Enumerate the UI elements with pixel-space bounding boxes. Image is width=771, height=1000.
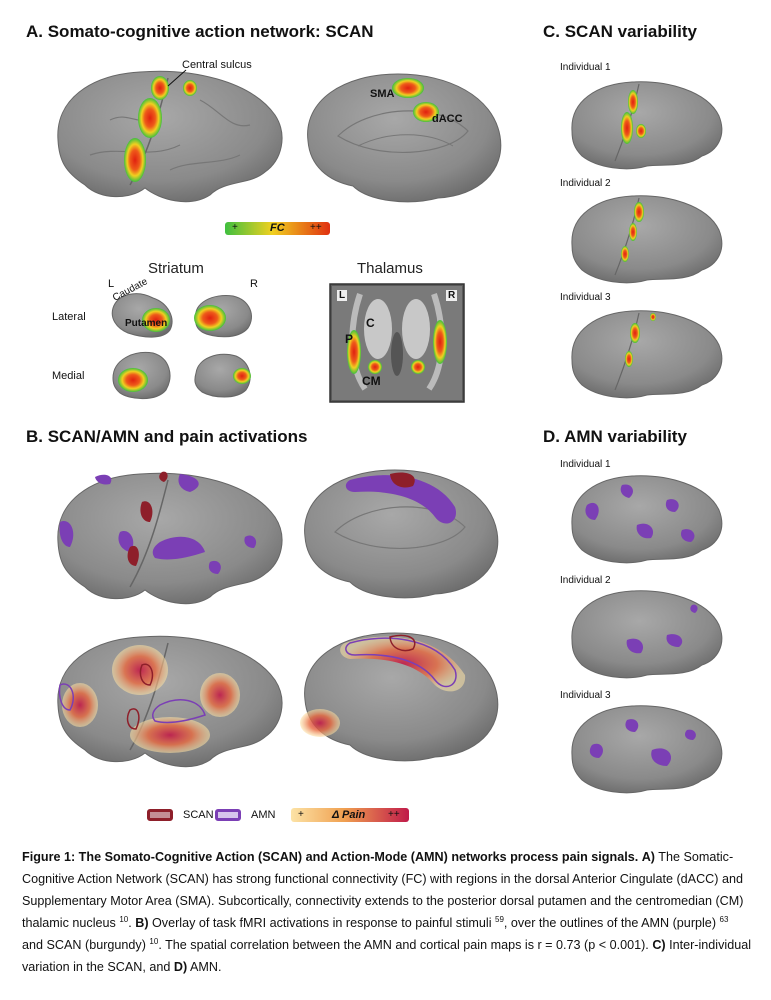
c-individual-1-label: Individual 1 xyxy=(560,62,611,73)
brain-lateral-a xyxy=(57,70,283,203)
striatum-title: Striatum xyxy=(148,260,204,277)
c-individual-1-brain xyxy=(571,81,723,170)
panel-c-title: C. SCAN variability xyxy=(543,22,697,41)
c-individual-2-brain xyxy=(571,195,723,284)
panel-a-title: A. Somato-cognitive action network: SCAN xyxy=(26,22,374,41)
caption-text-1b: . xyxy=(128,916,136,930)
c-individual-2-label: Individual 2 xyxy=(560,178,611,189)
caption-ref-4: 10 xyxy=(149,936,159,946)
thalamus-image xyxy=(329,283,465,403)
d-individual-2-brain xyxy=(571,590,723,679)
panel-d-title: D. AMN variability xyxy=(543,427,687,446)
brain-medial-b-bottom xyxy=(300,632,499,762)
thalamus-cm-label: CM xyxy=(362,374,381,388)
d-individual-3-label: Individual 3 xyxy=(560,690,611,701)
brain-medial-b-top xyxy=(304,469,499,599)
caption-d-marker: D) xyxy=(173,960,188,974)
pain-plusplus-label: ++ xyxy=(388,809,400,820)
caption-text-1: The Somatic-Cognitive Action Network (SC… xyxy=(22,850,744,930)
caption-ref-2: 59 xyxy=(495,914,504,924)
thalamus-title: Thalamus xyxy=(357,260,423,277)
striatum-right-label: R xyxy=(250,278,258,290)
caption-text-4: and SCAN (burgundy) xyxy=(22,938,150,952)
caption-ref-1: 10 xyxy=(119,914,129,924)
caption-text-7: AMN. xyxy=(187,960,222,974)
figure-caption: Figure 1: The Somato-Cognitive Action (S… xyxy=(22,846,752,978)
striatum-lateral-left xyxy=(111,293,173,338)
striatum-medial-right xyxy=(194,353,251,398)
caption-text-2: Overlay of task fMRI activations in resp… xyxy=(148,916,495,930)
caption-text-6: Inter-individual variation in the SCAN, … xyxy=(22,938,752,974)
d-individual-3-brain xyxy=(571,705,723,794)
amn-legend-label: AMN xyxy=(251,809,276,821)
d-individual-2-label: Individual 2 xyxy=(560,575,611,586)
lateral-label: Lateral xyxy=(52,311,86,323)
amn-legend-swatch xyxy=(215,809,241,821)
striatum-left-label: L xyxy=(108,278,115,290)
thalamus-left-label: L xyxy=(337,290,348,301)
fc-plusplus-label: ++ xyxy=(310,222,322,233)
thalamus-c-label: C xyxy=(366,316,375,330)
caption-b-marker: B) xyxy=(135,916,149,930)
caption-text-3: , over the outlines of the AMN (purple) xyxy=(503,916,720,930)
d-individual-1-brain xyxy=(571,475,723,564)
fc-label: FC xyxy=(270,222,285,234)
sma-label: SMA xyxy=(370,88,395,100)
caption-title: Figure 1: The Somato-Cognitive Action (S… xyxy=(22,850,639,864)
putamen-label: Putamen xyxy=(125,318,168,329)
striatum-lateral-right xyxy=(194,294,252,338)
thalamus-right-label: R xyxy=(446,290,458,301)
fc-colorbar xyxy=(225,222,330,235)
scan-legend-label: SCAN xyxy=(183,809,214,821)
c-individual-3-label: Individual 3 xyxy=(560,292,611,303)
caption-ref-3: 63 xyxy=(719,914,729,924)
caption-text-5: . The spatial correlation between the AM… xyxy=(158,938,653,952)
pain-colorbar xyxy=(291,808,409,822)
fc-plus-label: + xyxy=(232,222,238,233)
scan-legend-swatch xyxy=(147,809,173,821)
panel-b-title: B. SCAN/AMN and pain activations xyxy=(26,427,308,446)
brain-lateral-b-bottom xyxy=(57,635,283,768)
pain-plus-label: + xyxy=(298,809,304,820)
striatum-medial-left xyxy=(112,351,171,400)
brain-lateral-b-top xyxy=(57,471,283,605)
brain-medial-a xyxy=(307,73,502,203)
dacc-label: dACC xyxy=(432,113,463,125)
caption-c-marker: C) xyxy=(652,938,666,952)
c-individual-3-brain xyxy=(571,310,723,399)
medial-label: Medial xyxy=(52,370,85,382)
thalamus-p-label: P xyxy=(345,332,354,346)
central-sulcus-label: Central sulcus xyxy=(182,59,252,71)
d-individual-1-label: Individual 1 xyxy=(560,459,611,470)
caption-a-marker: A) xyxy=(641,850,655,864)
pain-label: Δ Pain xyxy=(332,809,366,821)
